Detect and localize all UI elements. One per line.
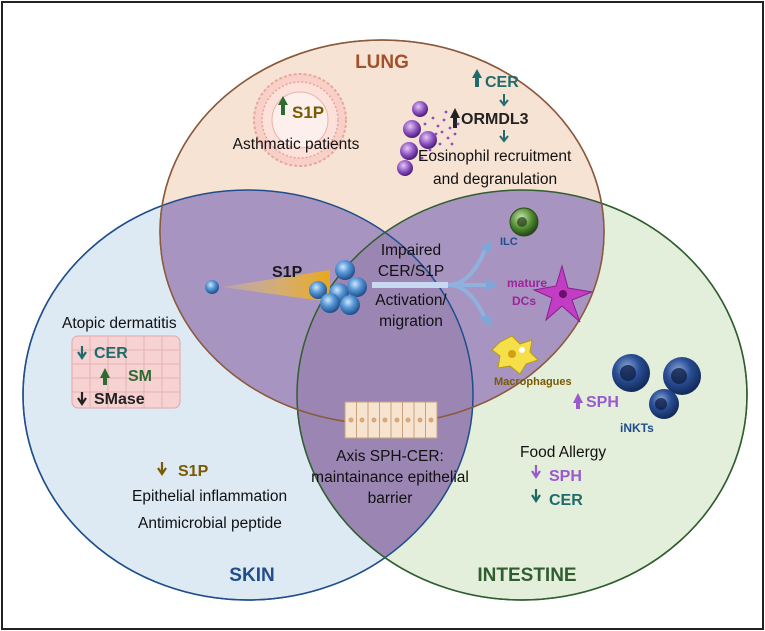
up-arrow-icon: [278, 96, 288, 115]
activation-line2: migration: [379, 313, 443, 330]
epithelial-barrier: [344, 401, 438, 439]
skin-cer-label: CER: [94, 345, 128, 362]
down-arrow-icon: [499, 94, 509, 107]
down-arrow-icon: [77, 346, 87, 360]
up-arrow-icon: [573, 393, 583, 409]
up-arrow-icon: [472, 69, 482, 87]
axis-line2: maintainance epithelial: [311, 469, 469, 486]
impaired-line2: CER/S1P: [378, 263, 444, 280]
intestine-cer-down-label: CER: [549, 492, 583, 509]
impaired-line1: Impaired: [381, 242, 441, 259]
food-allergy-label: Food Allergy: [520, 444, 606, 461]
ilc-label: ILC: [500, 236, 518, 248]
lymphocyte-cells: [205, 260, 367, 315]
intestine-sph-up-label: SPH: [586, 394, 619, 411]
axis-line3: barrier: [368, 490, 413, 507]
inkts-label: iNKTs: [620, 421, 654, 435]
atopic-dermatitis-label: Atopic dermatitis: [62, 315, 177, 332]
lung-title: LUNG: [355, 52, 409, 73]
dcs-label: DCs: [512, 294, 536, 308]
down-arrow-icon: [499, 130, 509, 143]
down-arrow-icon: [77, 392, 87, 406]
asthmatic-label: Asthmatic patients: [233, 136, 360, 153]
migration-arrows: [372, 240, 498, 328]
axis-line1: Axis SPH-CER:: [336, 448, 444, 465]
lung-cer-label: CER: [485, 74, 519, 91]
skin-sm-label: SM: [128, 368, 152, 385]
intestine-sph-down-label: SPH: [549, 468, 582, 485]
macrophages-label: Macrophagues: [494, 376, 572, 388]
airway-illustration: [253, 73, 347, 167]
down-arrow-icon: [531, 465, 541, 479]
activation-line1: Activation/: [375, 292, 447, 309]
eosinophil-cells: [397, 101, 460, 176]
intestine-title: INTESTINE: [477, 565, 576, 586]
skin-intestine-overlap: [297, 190, 473, 600]
lung-s1p-label: S1P: [292, 103, 324, 122]
ormdl3-label: ORMDL3: [461, 111, 529, 128]
up-arrow-icon: [450, 108, 460, 128]
epithelial-inflammation-label: Epithelial inflammation: [132, 488, 287, 505]
skin-tissue-illustration: [71, 335, 181, 409]
mature-label: mature: [507, 276, 547, 290]
eosinophil-line2: and degranulation: [433, 171, 557, 188]
skin-smase-label: SMase: [94, 391, 145, 408]
s1p-gradient-beam: [222, 270, 330, 302]
down-arrow-icon: [531, 489, 541, 503]
inkt-cells: [612, 354, 701, 419]
down-arrow-icon: [157, 462, 167, 476]
skin-s1p-label: S1P: [178, 463, 209, 480]
antimicrobial-label: Antimicrobial peptide: [138, 515, 282, 532]
skin-title: SKIN: [229, 565, 274, 586]
up-arrow-icon: [100, 368, 110, 385]
eosinophil-line1: Eosinophil recruitment: [418, 148, 572, 165]
center-s1p-label: S1P: [272, 264, 303, 281]
